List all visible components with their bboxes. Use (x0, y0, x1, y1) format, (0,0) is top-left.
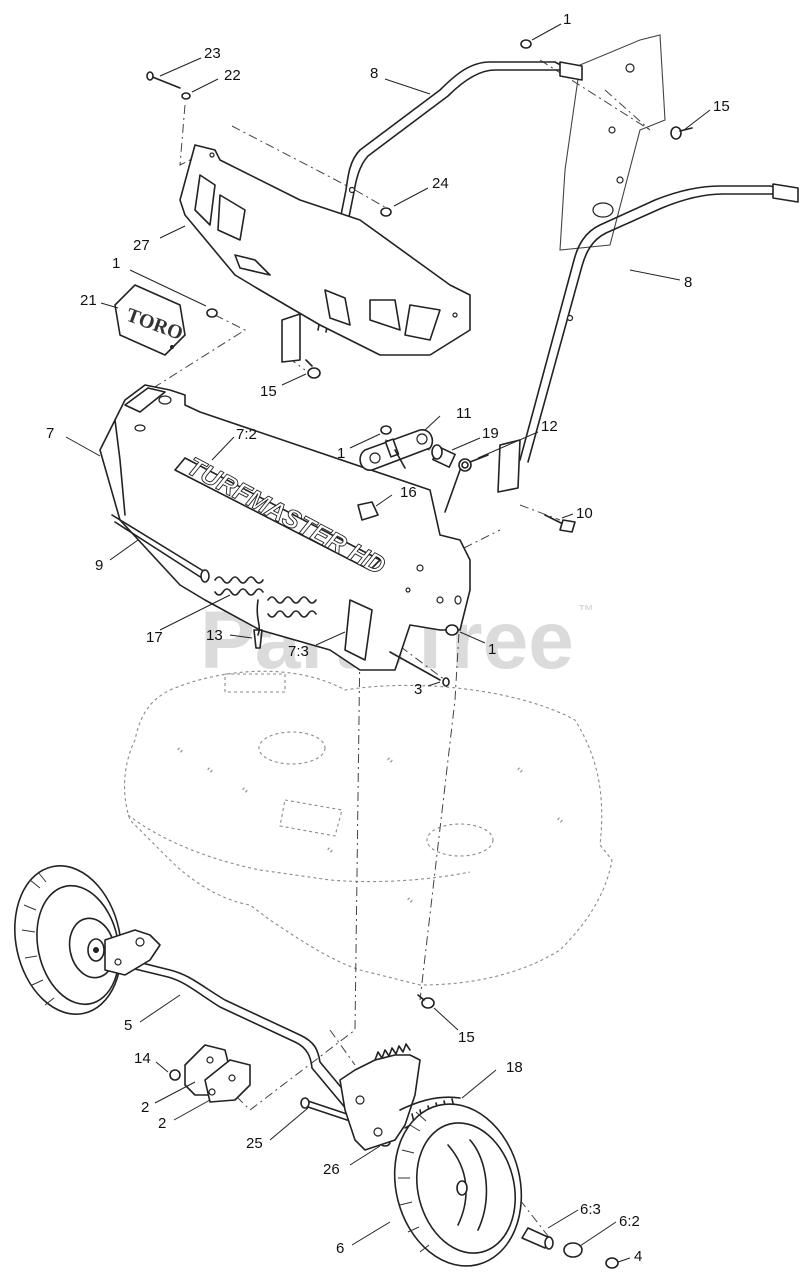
callout-7-3: 7:3 (288, 643, 309, 660)
rear-axle-bracket (104, 929, 161, 976)
callout-15-lower: 15 (458, 1029, 475, 1046)
callout-24: 24 (432, 175, 449, 192)
callout-6-3: 6:3 (580, 1201, 601, 1218)
leader-lines (65, 23, 711, 1263)
latch-pin (431, 444, 456, 468)
lower-handle (497, 183, 799, 493)
callout-2-lower: 2 (158, 1115, 166, 1132)
axle-rod (109, 954, 361, 1117)
callout-15-top: 15 (713, 98, 730, 115)
handle-bracket (99, 384, 471, 671)
callout-11: 11 (456, 405, 472, 422)
callout-7: 7 (46, 425, 54, 442)
callout-2-upper: 2 (141, 1099, 149, 1116)
height-adjust-plates (184, 1044, 251, 1103)
callout-19: 19 (482, 425, 499, 442)
pivot-rod (111, 514, 210, 583)
callout-8-lower-handle: 8 (684, 274, 692, 291)
callout-1-bracket: 1 (488, 641, 496, 658)
callout-18: 18 (506, 1059, 523, 1076)
latch-link (359, 429, 434, 471)
callout-3: 3 (414, 681, 422, 698)
upper-handle (281, 61, 583, 363)
callout-26: 26 (323, 1161, 340, 1178)
callout-25: 25 (246, 1135, 263, 1152)
callout-13: 13 (206, 627, 223, 644)
latch-spring (444, 454, 489, 513)
rear-wheel (13, 865, 123, 1015)
handle-crossbar (179, 144, 471, 356)
callout-15-middle: 15 (260, 383, 277, 400)
callout-labels: 1 8 23 22 15 24 8 27 1 21 15 11 19 12 1 … (46, 11, 730, 1265)
callout-9: 9 (95, 557, 103, 574)
screw-13 (253, 629, 263, 649)
callout-23: 23 (204, 45, 221, 62)
clip-16 (357, 501, 379, 521)
front-wheel (393, 1103, 523, 1267)
callout-1-left: 1 (112, 255, 120, 272)
callout-6-2: 6:2 (619, 1213, 640, 1230)
callout-6: 6 (336, 1240, 344, 1257)
callout-17: 17 (146, 629, 163, 646)
callout-14: 14 (134, 1050, 151, 1067)
callout-4: 4 (634, 1248, 642, 1265)
watermark-trademark: ™ (578, 603, 594, 620)
callout-21: 21 (80, 292, 97, 309)
callout-5: 5 (124, 1017, 132, 1034)
callout-16: 16 (400, 484, 417, 501)
callout-22: 22 (224, 67, 241, 84)
mower-deck (124, 670, 613, 986)
toro-decal: TORO (114, 284, 186, 356)
callout-1-top: 1 (563, 11, 571, 28)
callout-8-upper-handle: 8 (370, 65, 378, 82)
callout-12: 12 (541, 418, 558, 435)
callout-27: 27 (133, 237, 150, 254)
callout-7-2: 7:2 (236, 426, 257, 443)
rear-plate (559, 34, 666, 251)
callout-10: 10 (576, 505, 593, 522)
callout-1-link: 1 (337, 445, 345, 462)
height-springs (214, 576, 317, 636)
